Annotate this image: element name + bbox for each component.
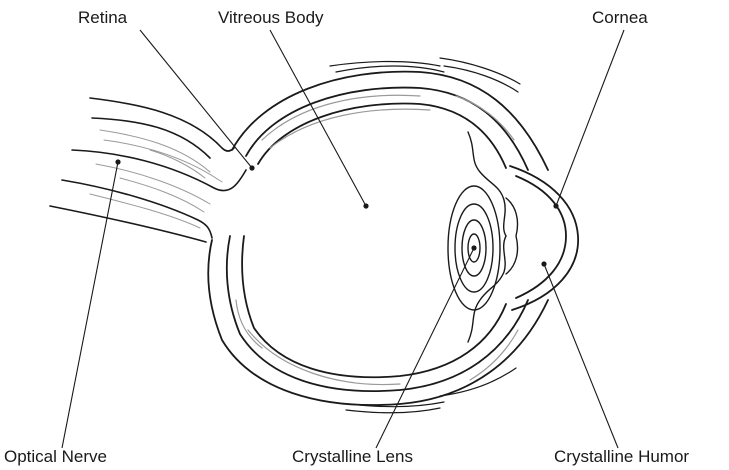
eyeball-shading xyxy=(236,95,518,384)
dot-lens xyxy=(471,245,476,250)
pointer-lens xyxy=(376,248,474,448)
label-cornea: Cornea xyxy=(592,8,648,28)
dot-optical xyxy=(115,159,120,164)
optic-nerve-shape xyxy=(50,98,246,242)
label-optical-nerve: Optical Nerve xyxy=(4,447,107,467)
eyeball-wall xyxy=(208,72,548,405)
label-crystalline-lens: Crystalline Lens xyxy=(292,447,413,467)
label-vitreous-body: Vitreous Body xyxy=(218,8,324,28)
label-crystalline-humor: Crystalline Humor xyxy=(554,447,689,467)
pointer-humor xyxy=(544,264,618,448)
dot-vitreous xyxy=(363,203,368,208)
dot-humor xyxy=(541,261,546,266)
dot-retina xyxy=(249,165,254,170)
pointer-cornea xyxy=(556,30,624,206)
dot-cornea xyxy=(553,203,558,208)
cornea-shape xyxy=(510,166,578,310)
pointer-retina xyxy=(140,30,252,168)
pointer-optical xyxy=(62,162,118,448)
label-retina: Retina xyxy=(78,8,127,28)
eyelid-strokes xyxy=(330,58,520,413)
pointer-lines xyxy=(62,30,624,448)
optic-nerve-fibers xyxy=(90,130,222,228)
